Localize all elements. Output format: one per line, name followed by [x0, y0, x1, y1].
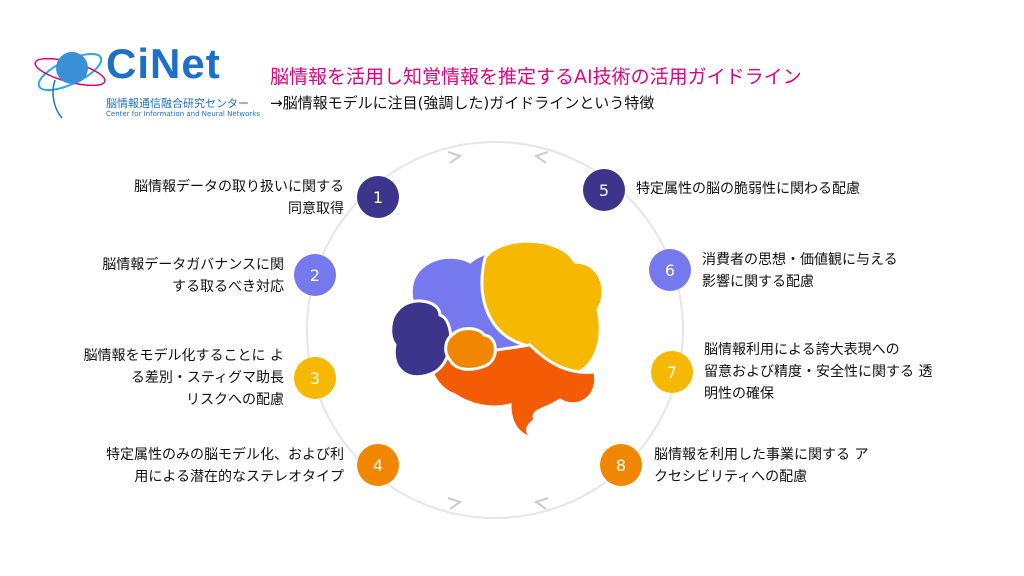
logo-text: CiNet	[106, 40, 221, 87]
arrow-icon	[533, 497, 549, 510]
step-badge-6: 6	[649, 249, 691, 291]
item-text-3: 脳情報をモデル化することに よ る差別・スティグマ助長 リスクへの配慮	[83, 348, 284, 408]
cycle-ring	[306, 141, 684, 519]
item-text-7: 脳情報利用による誇大表現への 留意および精度・安全性に関する 透 明性の確保	[704, 342, 933, 402]
arrow-icon	[447, 151, 463, 164]
item-text-1: 脳情報データの取り扱いに関する 同意取得	[134, 179, 344, 217]
step-badge-2: 2	[294, 254, 336, 296]
page-title: 脳情報を活用し知覚情報を推定するAI技術の活用ガイドライン	[270, 66, 802, 88]
logo-jp-text: 脳情報通信融合研究センター	[106, 97, 249, 110]
item-text-2: 脳情報データガバナンスに関 する取るべき対応	[102, 257, 284, 295]
item-text-4: 特定属性のみの脳モデル化、および利 用による潜在的なステレオタイプ	[106, 447, 344, 485]
step-badge-8: 8	[600, 444, 642, 486]
brain-icon	[389, 239, 605, 442]
step-badge-3: 3	[294, 357, 336, 399]
step-badge-7: 7	[651, 351, 693, 393]
logo-en-text: Center for Information and Neural Networ…	[106, 110, 260, 118]
page-subtitle: →脳情報モデルに注目(強調した)ガイドラインという特徴	[270, 94, 655, 112]
item-text-6: 消費者の思想・価値観に与える 影響に関する配慮	[702, 252, 898, 290]
logo-graphic	[34, 52, 106, 119]
arrow-icon	[447, 497, 463, 510]
step-badge-5: 5	[583, 169, 625, 211]
item-text-5: 特定属性の脳の脆弱性に関わる配慮	[636, 181, 860, 197]
step-badge-1: 1	[357, 176, 399, 218]
item-text-8: 脳情報を利用した事業に関する ア クセシビリティへの配慮	[654, 447, 869, 485]
arrow-icon	[533, 151, 549, 164]
step-badge-4: 4	[357, 444, 399, 486]
